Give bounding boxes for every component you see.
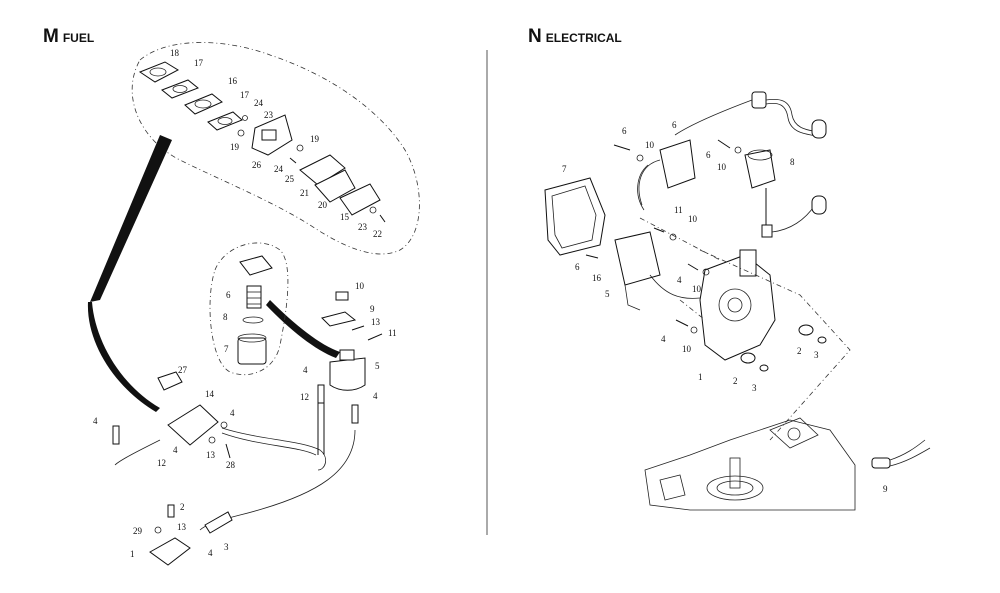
rectifier — [614, 231, 701, 311]
callout: 6 — [622, 126, 627, 136]
callout: 16 — [228, 76, 238, 86]
callout: 2 — [733, 376, 738, 386]
callout: 7 — [224, 344, 229, 354]
callout: 28 — [226, 460, 236, 470]
callout: 15 — [340, 212, 350, 222]
callout: 18 — [170, 48, 180, 58]
pump-gasket-stack — [138, 61, 386, 223]
fuel-section-letter: M — [43, 26, 59, 47]
filter-detail-outline — [209, 242, 289, 376]
hose-joint-right — [351, 404, 359, 424]
fuel-hose-upper-b — [221, 432, 317, 456]
engine-block — [644, 417, 856, 511]
callout: 23 — [264, 110, 274, 120]
fuel-section-name: FUEL — [62, 31, 95, 45]
fuel-diagram: 18 17 16 17 24 23 19 19 26 24 25 21 20 1… — [87, 42, 420, 566]
electrical-section-letter: N — [528, 26, 542, 47]
callout: 11 — [674, 205, 683, 215]
callout: 4 — [93, 416, 98, 426]
callout: 4 — [661, 334, 666, 344]
callout: 20 — [318, 200, 328, 210]
fuel-pump-body — [157, 371, 231, 459]
callout: 2 — [180, 502, 185, 512]
filter-assembly — [321, 291, 383, 391]
callout: 10 — [645, 140, 655, 150]
callout: 4 — [373, 391, 378, 401]
pointer-band-arrow — [87, 302, 160, 412]
fuel-callouts: 18 17 16 17 24 23 19 19 26 24 25 21 20 1… — [93, 48, 397, 559]
callout: 26 — [252, 160, 262, 170]
callout: 4 — [208, 548, 213, 558]
hose-joint-12 — [317, 384, 325, 404]
callout: 27 — [178, 365, 188, 375]
callout: 4 — [230, 408, 235, 418]
callout: 25 — [285, 174, 295, 184]
callout: 11 — [388, 328, 397, 338]
pump-detail-outline — [131, 42, 420, 255]
callout: 24 — [254, 98, 264, 108]
hose-joint-left — [112, 425, 120, 445]
callout: 17 — [194, 58, 204, 68]
callout: 6 — [706, 150, 711, 160]
electrical-section-title: N ELECTRICAL — [528, 26, 622, 48]
callout: 10 — [692, 284, 702, 294]
callout: 8 — [223, 312, 228, 322]
callout: 19 — [230, 142, 240, 152]
pointer-band-main — [90, 135, 172, 302]
fuel-connector — [149, 504, 233, 566]
callout: 3 — [752, 383, 757, 393]
callout: 10 — [682, 344, 692, 354]
callout: 12 — [157, 458, 166, 468]
filter-parts — [237, 255, 273, 365]
callout: 4 — [303, 365, 308, 375]
callout: 1 — [698, 372, 703, 382]
callout: 14 — [205, 389, 215, 399]
callout: 22 — [373, 229, 382, 239]
electrical-callouts: 6 10 6 6 10 8 7 11 10 6 16 5 4 10 4 10 1… — [562, 120, 888, 494]
callout: 29 — [133, 526, 143, 536]
callout: 19 — [310, 134, 320, 144]
callout: 9 — [883, 484, 888, 494]
callout: 5 — [375, 361, 380, 371]
callout: 5 — [605, 289, 610, 299]
pulser-coil — [744, 149, 827, 238]
callout: 10 — [717, 162, 727, 172]
callout: 6 — [226, 290, 231, 300]
callout: 4 — [173, 445, 178, 455]
alignment-lines — [639, 217, 851, 441]
callout: 7 — [562, 164, 567, 174]
callout: 21 — [300, 188, 309, 198]
ignition-coil — [637, 139, 696, 211]
callout: 10 — [355, 281, 365, 291]
spark-plug-lead-upper — [674, 91, 827, 139]
fuel-section-title: M FUEL — [43, 26, 94, 48]
callout: 6 — [575, 262, 580, 272]
fuel-hose-upper — [221, 427, 327, 471]
callout: 16 — [592, 273, 602, 283]
callout: 8 — [790, 157, 795, 167]
cover-plate — [544, 177, 606, 256]
electrical-section-name: ELECTRICAL — [545, 31, 622, 45]
callout: 17 — [240, 90, 250, 100]
pointer-band-filter — [266, 300, 340, 358]
callout: 13 — [371, 317, 381, 327]
electrical-diagram: 6 10 6 6 10 8 7 11 10 6 16 5 4 10 4 10 1… — [544, 91, 931, 511]
bushings — [585, 139, 827, 372]
callout: 23 — [358, 222, 368, 232]
callout: 3 — [814, 350, 819, 360]
callout: 10 — [688, 214, 698, 224]
callout: 9 — [370, 304, 375, 314]
callout: 2 — [797, 346, 802, 356]
callout: 4 — [677, 275, 682, 285]
callout: 12 — [300, 392, 309, 402]
callout: 1 — [130, 549, 135, 559]
callout: 13 — [206, 450, 216, 460]
callout: 13 — [177, 522, 187, 532]
fuel-hose-left — [114, 439, 161, 466]
callout: 6 — [672, 120, 677, 130]
callout: 3 — [224, 542, 229, 552]
callout: 24 — [274, 164, 284, 174]
kill-switch-lead — [871, 439, 931, 469]
